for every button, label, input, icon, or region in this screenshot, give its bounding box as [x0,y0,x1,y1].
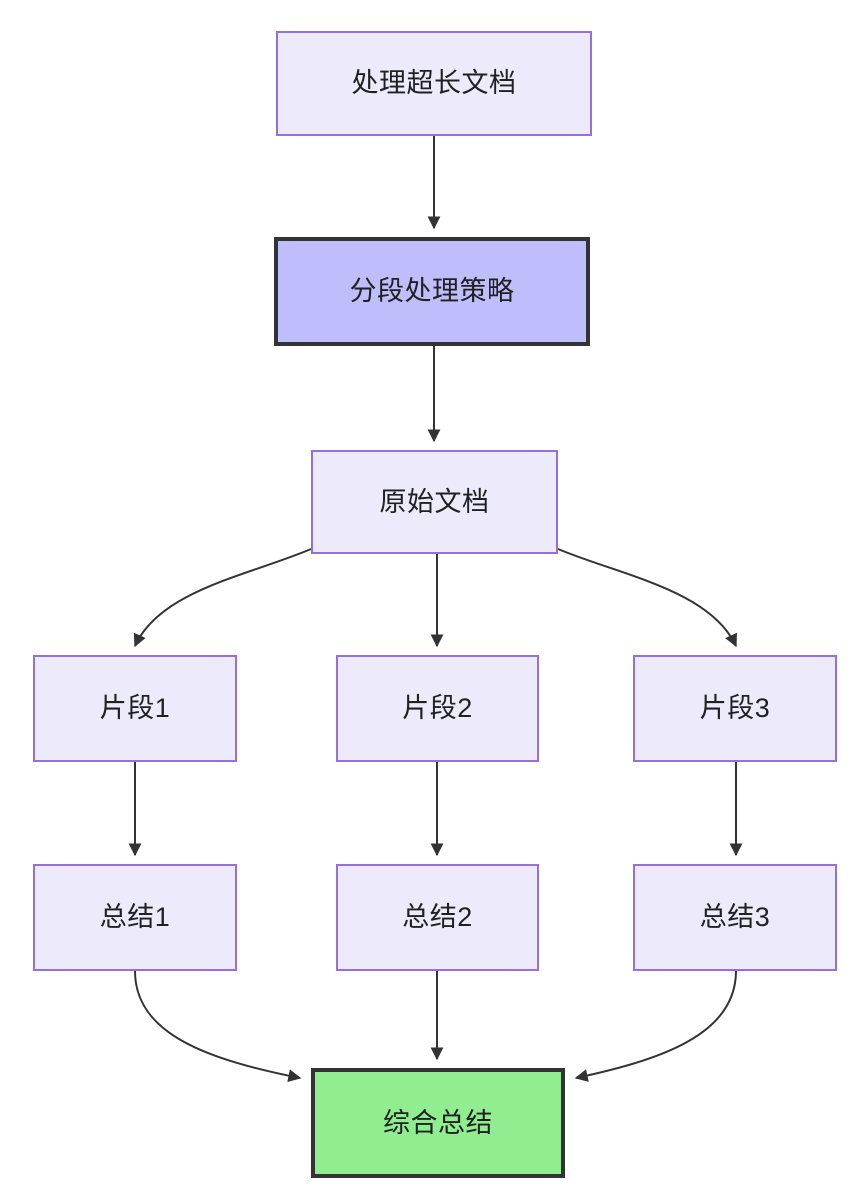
node-fragment-2[interactable]: 片段2 [336,655,539,762]
node-label: 片段1 [99,693,171,724]
node-fragment-3[interactable]: 片段3 [633,655,837,762]
node-source-document[interactable]: 原始文档 [311,450,558,554]
node-label: 总结3 [699,902,771,933]
node-comprehensive-summary[interactable]: 综合总结 [311,1068,565,1178]
node-chunking-strategy[interactable]: 分段处理策略 [274,237,590,346]
node-summary-3[interactable]: 总结3 [633,864,837,971]
edge-sum3-final [574,970,737,1082]
node-label: 处理超长文档 [351,68,517,99]
node-summary-1[interactable]: 总结1 [33,864,237,971]
node-label: 总结2 [402,902,473,933]
node-summary-2[interactable]: 总结2 [336,864,539,971]
node-label: 原始文档 [379,486,490,517]
node-label: 片段2 [402,693,473,724]
node-label: 总结1 [99,902,171,933]
node-process-long-document[interactable]: 处理超长文档 [276,31,592,136]
edge-sum1-final [134,970,302,1083]
edge-source-frag1 [133,548,312,648]
node-label: 分段处理策略 [349,276,515,307]
node-fragment-1[interactable]: 片段1 [33,655,237,762]
edge-source-frag3 [557,548,737,648]
node-label: 综合总结 [383,1107,493,1138]
node-label: 片段3 [699,693,771,724]
